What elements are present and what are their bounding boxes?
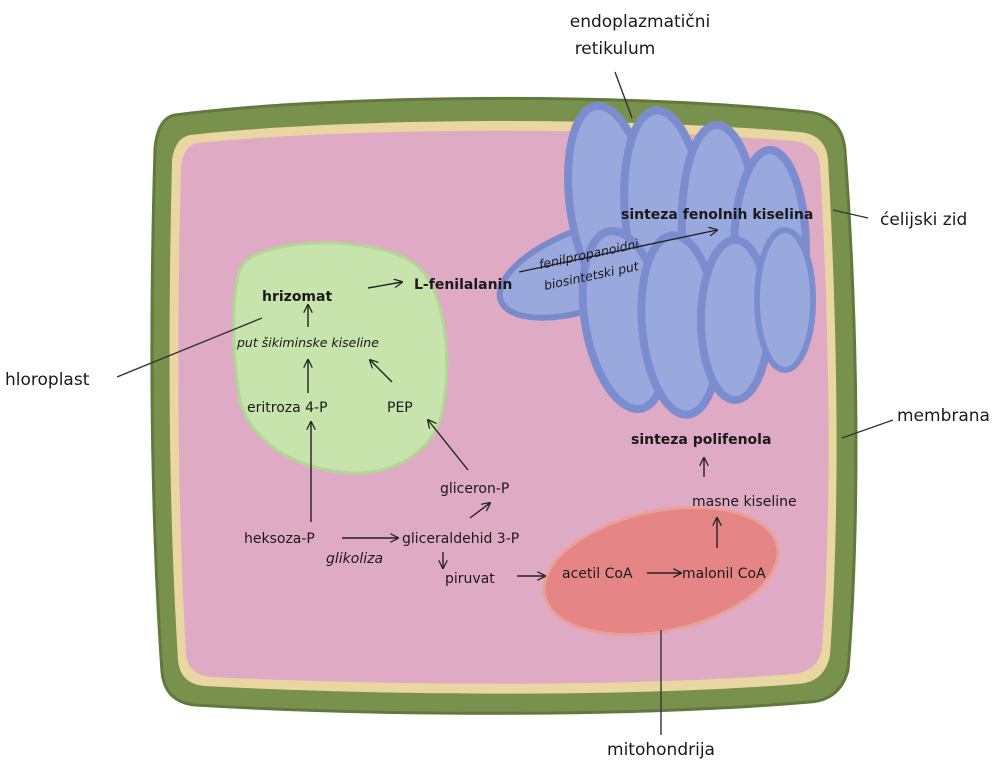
chloroplast-label: hloroplast: [5, 370, 90, 390]
fatty-acids-label: masne kiseline: [692, 494, 797, 510]
polyphenol-synthesis-label: sinteza polifenola: [631, 432, 771, 448]
pep-label: PEP: [387, 400, 413, 416]
glyceraldehyde-label: gliceraldehid 3-P: [402, 531, 519, 547]
chorismate-label: hrizomat: [262, 289, 332, 305]
erythrose-label: eritroza 4-P: [247, 400, 328, 416]
hexose-label: heksoza-P: [244, 531, 315, 547]
glycerone-label: gliceron-P: [440, 481, 509, 497]
malonyl-coa-label: malonil CoA: [682, 566, 766, 582]
er-label-line1: endoplazmatični: [570, 12, 711, 32]
pyruvate-label: piruvat: [445, 571, 495, 587]
phenolic-synthesis-label: sinteza fenolnih kiselina: [621, 207, 813, 223]
mitochondrion-label: mitohondrija: [607, 740, 715, 760]
er-label-line2: retikulum: [575, 39, 656, 59]
shikimate-path-label: put šikiminske kiseline: [236, 335, 379, 350]
cell-wall-label: ćelijski zid: [880, 210, 967, 230]
phenylalanine-label: L-fenilalanin: [414, 277, 512, 293]
membrane-label: membrana: [897, 406, 990, 426]
glycolysis-label: glikoliza: [326, 551, 383, 567]
acetyl-coa-label: acetil CoA: [562, 566, 633, 582]
